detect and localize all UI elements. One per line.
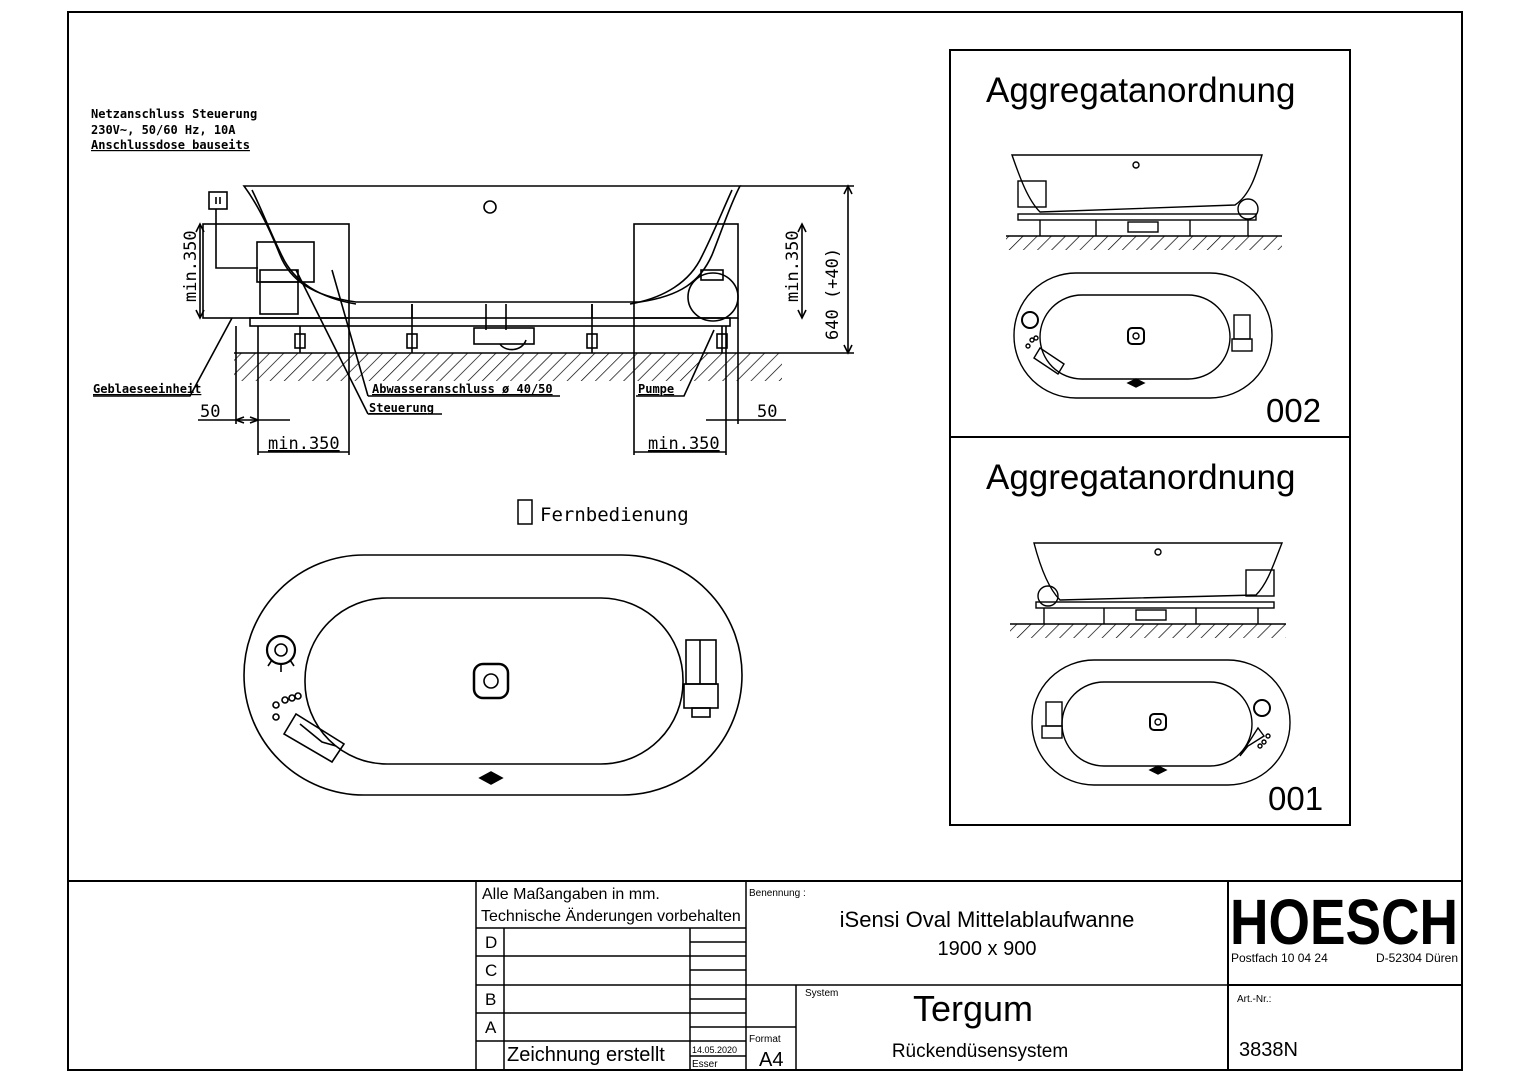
system-description: Rückendüsensystem [892, 1041, 1068, 1062]
dim-left-min-h: min.350 [268, 434, 340, 454]
floor-hatch [234, 353, 782, 381]
pump-icon [687, 272, 739, 322]
format-label: Format [749, 1034, 781, 1045]
benennung-label: Benennung : [749, 888, 806, 899]
remote-label: Fernbedienung [540, 504, 689, 526]
title-block [68, 880, 1462, 1070]
note-changes: Technische Änderungen vorbehalten [481, 907, 741, 925]
wastewater-label: Abwasseranschluss ø 40/50 [372, 382, 553, 396]
side-view-labels: Netzanschluss Steuerung 230V~, 50/60 Hz,… [91, 107, 674, 415]
revision-a-text: Zeichnung erstellt [507, 1044, 665, 1066]
power-socket-icon [208, 191, 228, 210]
remote-icon [517, 499, 533, 525]
top-view [243, 554, 743, 796]
arrangement-001-number: 001 [1268, 780, 1323, 817]
address-postbox: Postfach 10 04 24 [1231, 951, 1328, 965]
tub-top-inner [304, 597, 684, 765]
arrangement-002-number: 002 [1266, 392, 1321, 429]
pump-label: Pumpe [638, 382, 674, 396]
dimension-labels: 50 50 min.350 min.350 min.350 min.350 64… [181, 230, 843, 454]
product-name: iSensi Oval Mittelablaufwanne [840, 907, 1135, 932]
revision-a-author: Esser [692, 1059, 718, 1070]
dim-left-min-v: min.350 [181, 230, 201, 302]
article-number: 3838N [1239, 1039, 1298, 1061]
dim-height: 640 (+40) [823, 248, 843, 340]
tub-side-outline [242, 185, 742, 303]
system-name: Tergum [913, 988, 1033, 1029]
power-label-line2: 230V~, 50/60 Hz, 10A [91, 123, 236, 137]
revision-a: A [485, 1018, 497, 1037]
system-label: System [805, 988, 838, 999]
title-block-text: Alle Maßangaben in mm. Technische Änderu… [481, 886, 1458, 1071]
company-logo: HOESCH [1230, 886, 1458, 958]
arrangement-001-title: Aggregatanordnung [986, 458, 1295, 497]
arrangement-002: Aggregatanordnung 002 [986, 71, 1321, 429]
dim-right-gap: 50 [757, 402, 777, 422]
dim-left-gap: 50 [200, 402, 220, 422]
dim-right-min-h: min.350 [648, 434, 720, 454]
control-label: Steuerung [369, 401, 434, 415]
side-view [93, 184, 854, 455]
arrangement-001: Aggregatanordnung 001 [986, 458, 1323, 817]
power-label-line1: Netzanschluss Steuerung [91, 107, 257, 121]
overflow-icon [483, 200, 497, 214]
revision-a-date: 14.05.2020 [692, 1045, 737, 1055]
blower-label: Geblaeseeinheit [93, 382, 201, 396]
format-value: A4 [759, 1049, 783, 1071]
dim-right-min-v: min.350 [783, 230, 803, 302]
revision-b: B [485, 990, 496, 1009]
drawing-frame [67, 11, 1463, 1071]
revision-d: D [485, 933, 497, 952]
power-label-line3: Anschlussdose bauseits [91, 138, 250, 152]
backrest-panel [282, 712, 346, 764]
note-dimensions: Alle Maßangaben in mm. [482, 886, 660, 903]
article-number-label: Art.-Nr.: [1237, 994, 1271, 1005]
address-city: D-52304 Düren [1376, 951, 1458, 965]
drain-trap [473, 327, 535, 345]
revision-c: C [485, 961, 497, 980]
product-size: 1900 x 900 [938, 938, 1037, 960]
arrangement-002-title: Aggregatanordnung [986, 71, 1295, 110]
pump-block-top [685, 639, 717, 685]
drain-top-icon [472, 662, 510, 700]
tub-top-outer [243, 554, 743, 796]
